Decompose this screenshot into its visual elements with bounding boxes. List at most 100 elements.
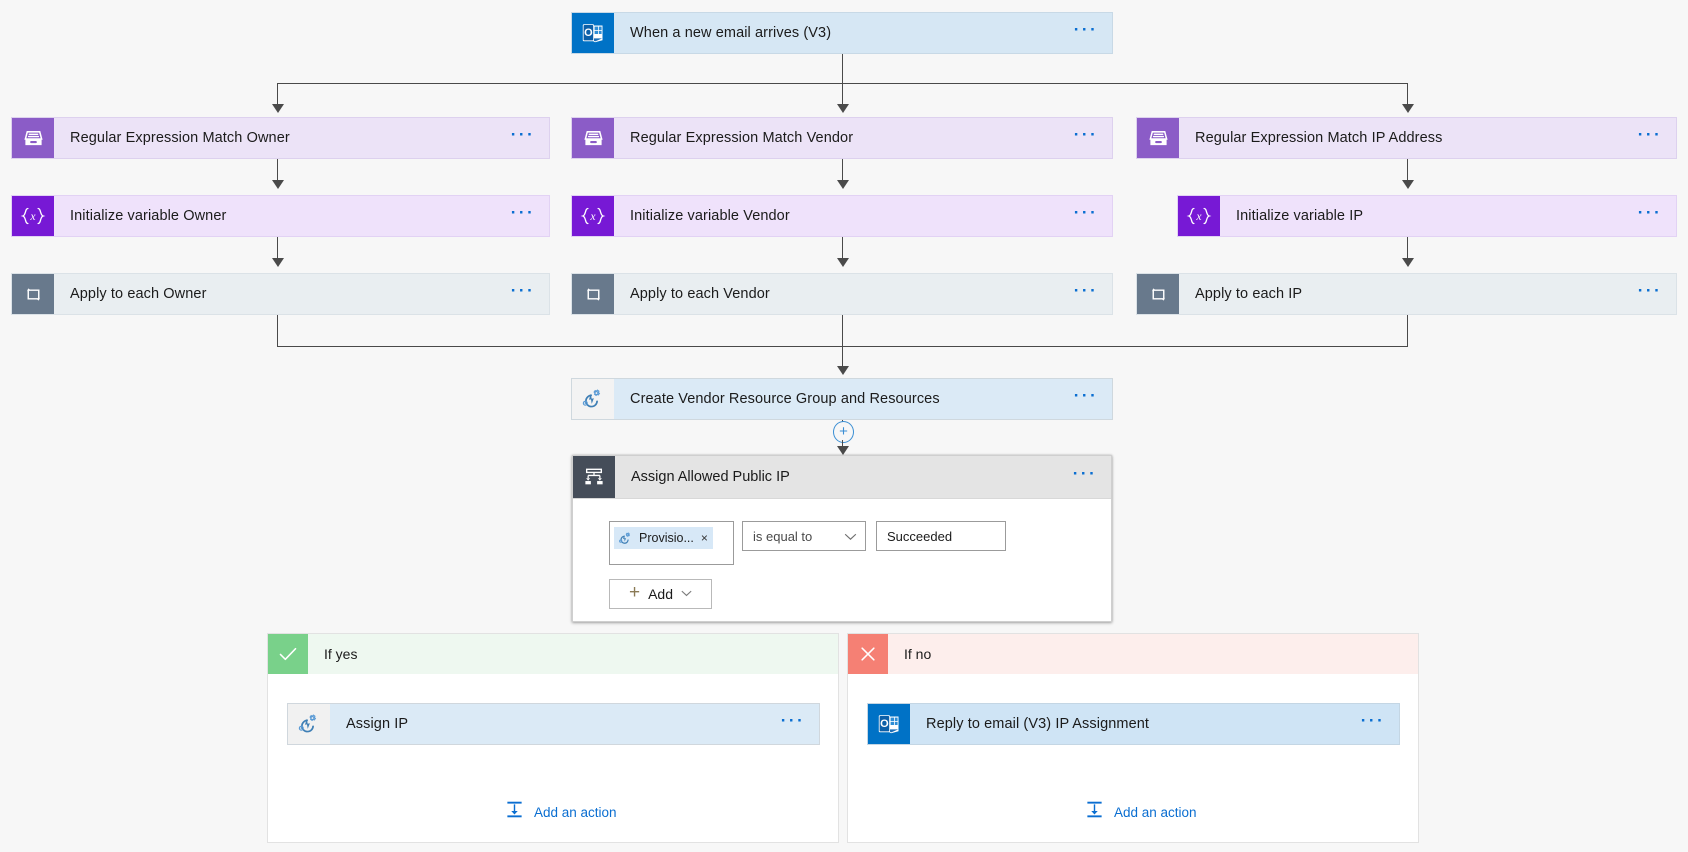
action-card-create-vendor-resource-group[interactable]: Create Vendor Resource Group and Resourc… [571,378,1113,420]
azure-resource-manager-icon [572,379,614,419]
plus-icon: + [628,581,641,603]
add-action-icon [505,800,524,824]
outlook-icon: O [572,13,614,53]
branch-label-if-no: If no [904,646,932,662]
action-title: Apply to each IP [1195,286,1303,302]
arrow-merge-down [837,366,849,375]
action-title: Apply to each Vendor [630,286,770,302]
action-menu-button[interactable]: ··· [1637,203,1663,222]
condition-operator-select[interactable]: is equal to [742,521,866,551]
condition-value-input[interactable]: Succeeded [876,521,1006,551]
action-title: Initialize variable Vendor [630,208,790,224]
action-menu-button[interactable]: ··· [1073,125,1099,144]
svg-text:x: x [589,210,596,223]
action-menu-button[interactable]: ··· [1073,203,1099,222]
add-an-action-button-yes[interactable]: Add an action [505,800,617,824]
action-menu-button[interactable]: ··· [510,125,536,144]
branch-label-if-yes: If yes [324,646,358,662]
action-card-reply-to-email-ip-assignment[interactable]: O Reply to email (V3) IP Assignment ··· [867,703,1400,745]
variable-braces-icon: x [572,196,614,236]
add-condition-button[interactable]: + Add [609,579,712,609]
add-an-action-button-no[interactable]: Add an action [1085,800,1197,824]
connector-vendor-2 [842,237,844,264]
action-card-apply-to-each-vendor[interactable]: Apply to each Vendor ··· [571,273,1113,315]
condition-block-assign-allowed-public-ip[interactable]: Assign Allowed Public IP ··· [572,455,1112,622]
chevron-down-icon [844,529,857,544]
arrow-owner-2 [272,258,284,267]
arrow-vendor-2 [837,258,849,267]
action-menu-button[interactable]: ··· [510,203,536,222]
connector-vendor-1 [842,159,844,186]
loop-icon [1137,274,1179,314]
arrow-fanout-right [1402,104,1414,113]
action-title: Regular Expression Match IP Address [1195,130,1443,146]
branch-header-if-no: If no [848,634,1418,674]
action-menu-button[interactable]: ··· [1637,281,1663,300]
add-action-icon [1085,800,1104,824]
condition-title: Assign Allowed Public IP [631,469,790,485]
svg-text:O: O [880,718,889,730]
azure-resource-manager-icon [288,704,330,744]
regex-inbox-icon [12,118,54,158]
arrow-owner-1 [272,180,284,189]
condition-menu-button[interactable]: ··· [1072,464,1098,483]
action-card-assign-ip[interactable]: Assign IP ··· [287,703,820,745]
arrow-fanout-center [837,104,849,113]
arrow-ip-2 [1402,258,1414,267]
action-card-regex-match-ip-address[interactable]: Regular Expression Match IP Address ··· [1136,117,1677,159]
regex-inbox-icon [1137,118,1179,158]
condition-left-operand-box[interactable]: Provisio... × [609,521,734,565]
action-title: Assign IP [346,716,409,732]
outlook-icon: O [868,704,910,744]
arrow-to-condition [837,446,849,455]
action-card-regex-match-vendor[interactable]: Regular Expression Match Vendor ··· [571,117,1113,159]
action-menu-button[interactable]: ··· [510,281,536,300]
loop-icon [12,274,54,314]
token-remove-icon[interactable]: × [700,531,708,545]
svg-text:x: x [1195,210,1202,223]
trigger-menu-button[interactable]: ··· [1073,20,1099,39]
connector-fanout-left [277,83,279,110]
token-label: Provisio... [639,531,694,545]
connector-merge-left [277,315,279,347]
operator-value: is equal to [753,528,813,544]
connector-owner-1 [277,159,279,186]
action-menu-button[interactable]: ··· [1073,386,1099,405]
condition-header[interactable]: Assign Allowed Public IP ··· [573,456,1111,499]
chevron-down-icon [681,589,692,600]
action-card-init-variable-owner[interactable]: x Initialize variable Owner ··· [11,195,550,237]
action-menu-button[interactable]: ··· [1637,125,1663,144]
action-card-init-variable-ip[interactable]: x Initialize variable IP ··· [1177,195,1677,237]
arrow-vendor-1 [837,180,849,189]
regex-inbox-icon [572,118,614,158]
add-an-action-label: Add an action [1114,804,1197,820]
svg-text:O: O [584,27,593,39]
action-card-regex-match-owner[interactable]: Regular Expression Match Owner ··· [11,117,550,159]
connector-ip-2 [1407,237,1409,264]
token-chip-provisioning-state[interactable]: Provisio... × [614,527,713,549]
action-title: Create Vendor Resource Group and Resourc… [630,391,940,407]
action-card-init-variable-vendor[interactable]: x Initialize variable Vendor ··· [571,195,1113,237]
insert-step-button[interactable]: + [833,421,854,443]
action-menu-button[interactable]: ··· [1360,711,1386,730]
add-condition-label: Add [648,586,674,602]
condition-body: Provisio... × is equal to Succeeded [573,499,1111,627]
branch-header-if-yes: If yes [268,634,838,674]
action-menu-button[interactable]: ··· [780,711,806,730]
add-an-action-label: Add an action [534,804,617,820]
action-title: Apply to each Owner [70,286,207,302]
action-menu-button[interactable]: ··· [1073,281,1099,300]
arrow-ip-1 [1402,180,1414,189]
connector-merge-center [842,315,844,347]
action-card-apply-to-each-ip[interactable]: Apply to each IP ··· [1136,273,1677,315]
action-title: Initialize variable Owner [70,208,227,224]
trigger-card-when-new-email-arrives[interactable]: O When a new email arrives (V3) ··· [571,12,1113,54]
action-card-apply-to-each-owner[interactable]: Apply to each Owner ··· [11,273,550,315]
connector-fanout-right [1407,83,1409,110]
azure-resource-manager-icon [617,530,634,547]
connector-trigger-down [842,54,844,84]
variable-braces-icon: x [1178,196,1220,236]
connector-to-condition-b [842,440,844,449]
connector-ip-1 [1407,159,1409,186]
